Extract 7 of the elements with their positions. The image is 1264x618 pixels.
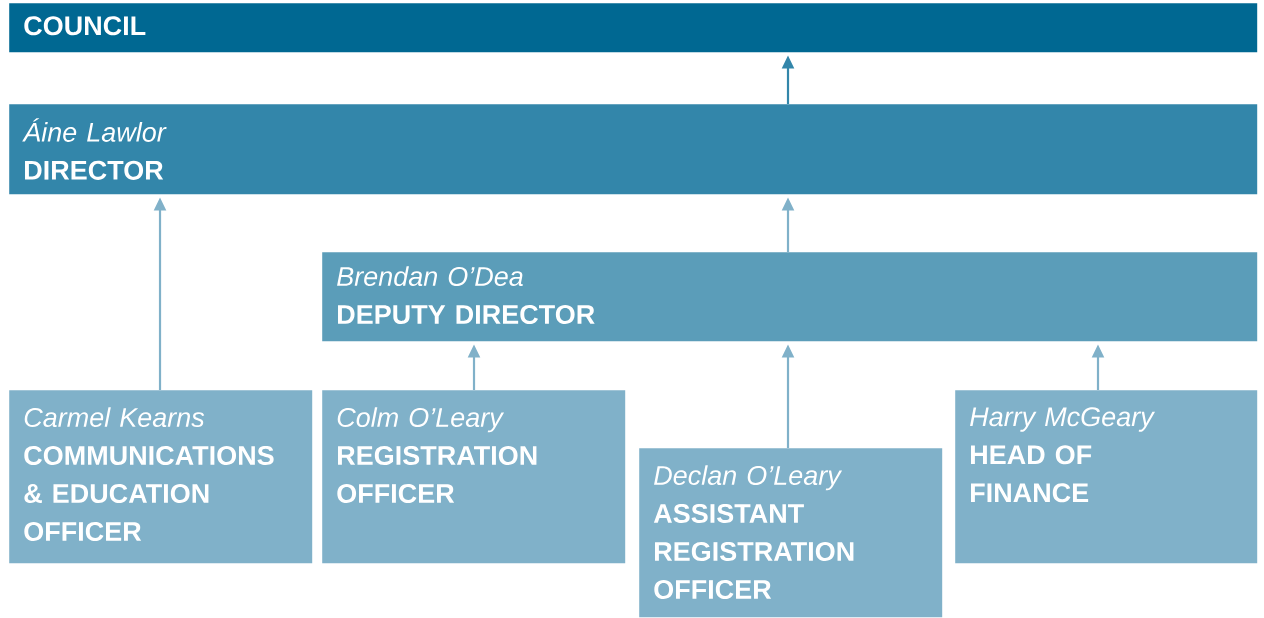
staff-box: Harry McGeary HEAD OF FINANCE	[955, 390, 1258, 564]
staff-box: Carmel Kearns COMMUNICATIONS & EDUCATION OFFICER	[9, 390, 313, 564]
staff-box: Declan O’Leary ASSISTANT REGISTRATION OFFICER	[639, 448, 943, 618]
deputy-director-box: Brendan O’Dea DEPUTY DIRECTOR	[322, 252, 1258, 342]
director-box: Áine Lawlor DIRECTOR	[9, 104, 1258, 195]
header-bar: COUNCIL	[9, 3, 1258, 53]
staff-box: Colm O’Leary REGISTRATION OFFICER	[322, 390, 626, 564]
